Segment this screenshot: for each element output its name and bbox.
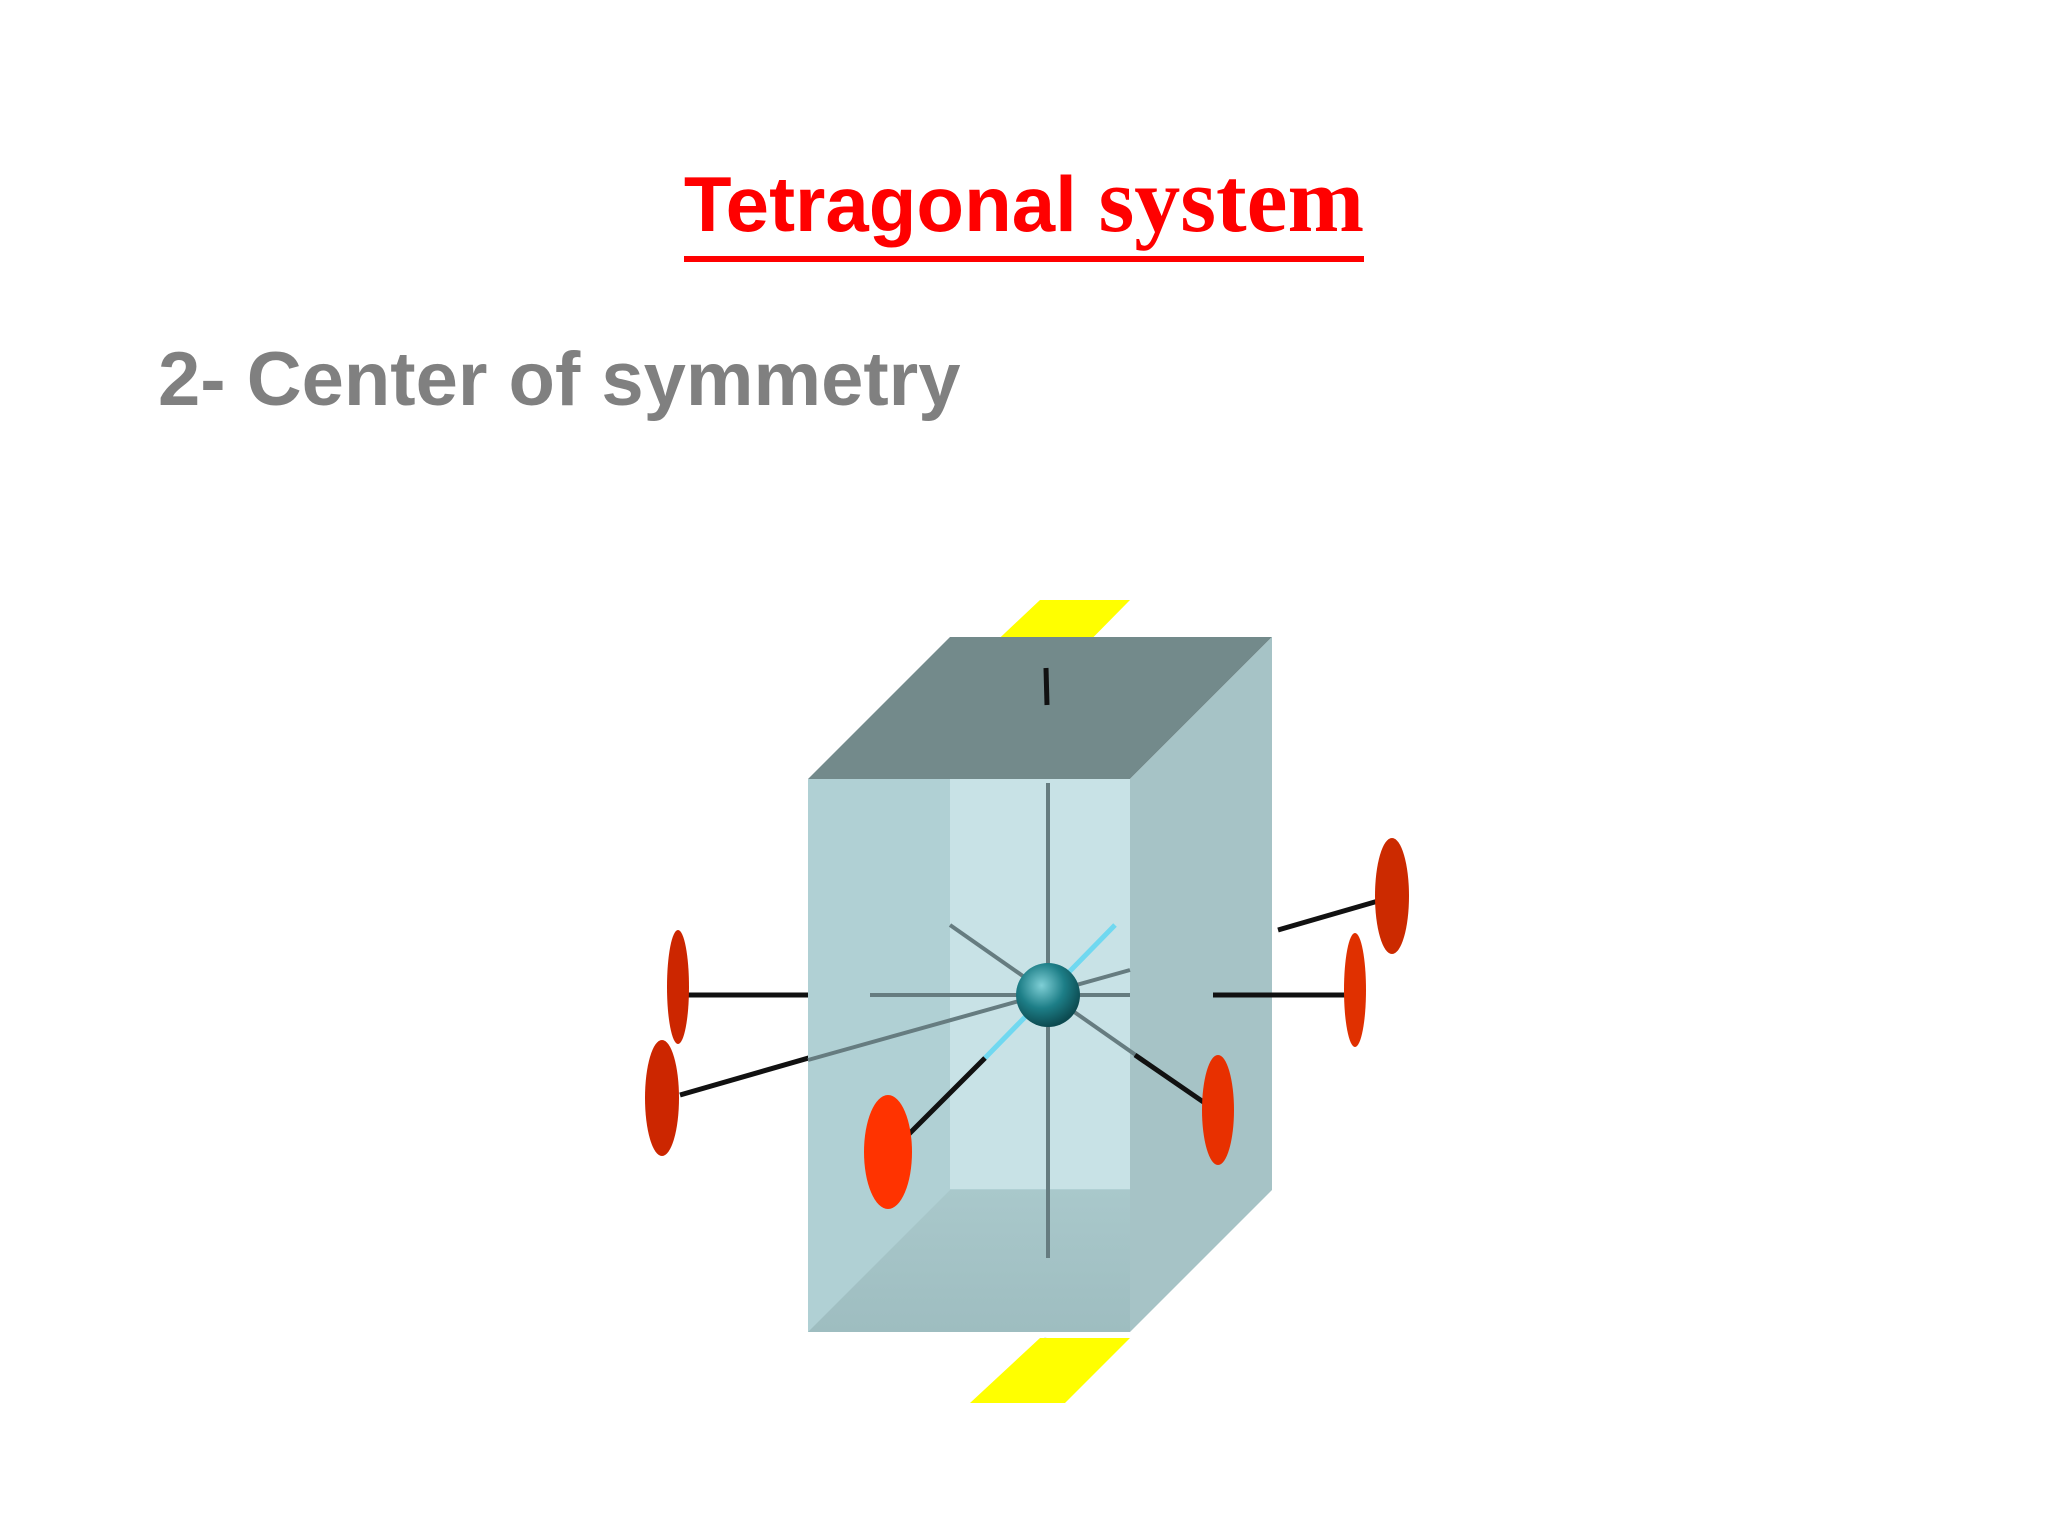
prism-top-face [808,637,1272,779]
bottom-pinacoid-face [970,1338,1130,1403]
prism-face-marker-front-left [864,1095,912,1209]
title-tetragonal: Tetragonal [683,160,1099,248]
prism-right-face [1130,637,1272,1332]
slide-title-underline: Tetragonal system [683,149,1365,262]
center-of-symmetry-sphere [1016,963,1080,1027]
slide-title: Tetragonal system [0,150,2048,262]
axis-line-front-right [1133,1052,1217,1113]
prism-face-marker-back-left [645,1040,679,1156]
axis-line-front-left [906,1056,987,1137]
axis-line-top [1043,667,1050,706]
prism-face-marker-right [1344,933,1366,1047]
prism-face-marker-front-right [1202,1055,1234,1165]
title-system: system [1098,149,1365,251]
prism-face-marker-left [667,930,689,1044]
section-subtitle: 2- Center of symmetry [158,337,961,422]
prism-face-marker-upper-right [1375,838,1409,954]
axis-line-upper-right [1277,894,1393,933]
